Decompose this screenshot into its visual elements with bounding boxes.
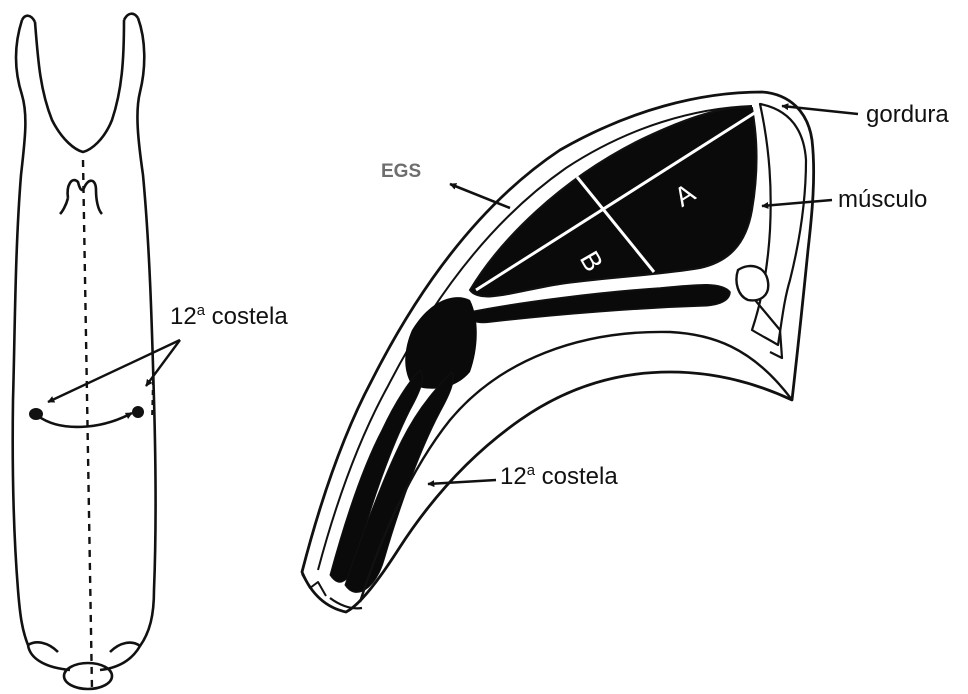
musculo-label: músculo: [838, 188, 927, 212]
rib-point-left: [29, 408, 43, 420]
costela-right-word: costela: [535, 463, 618, 490]
costela-left-word: costela: [205, 303, 288, 330]
costela-right-label: 12a costela: [500, 465, 618, 489]
costela-right-ordinal: a: [527, 463, 535, 479]
rib-cut-arc: [38, 413, 132, 427]
costela-pointer-left: [48, 340, 180, 402]
rib-point-right: [132, 406, 144, 418]
costela-left-number: 12: [170, 303, 197, 330]
costela-left-ordinal: a: [197, 303, 205, 319]
carcass-outline: [13, 14, 156, 689]
gordura-label: gordura: [866, 103, 949, 127]
egs-label: EGS: [381, 162, 421, 181]
costela-left-label: 12a costela: [170, 305, 288, 329]
costela-right-number: 12: [500, 463, 527, 490]
